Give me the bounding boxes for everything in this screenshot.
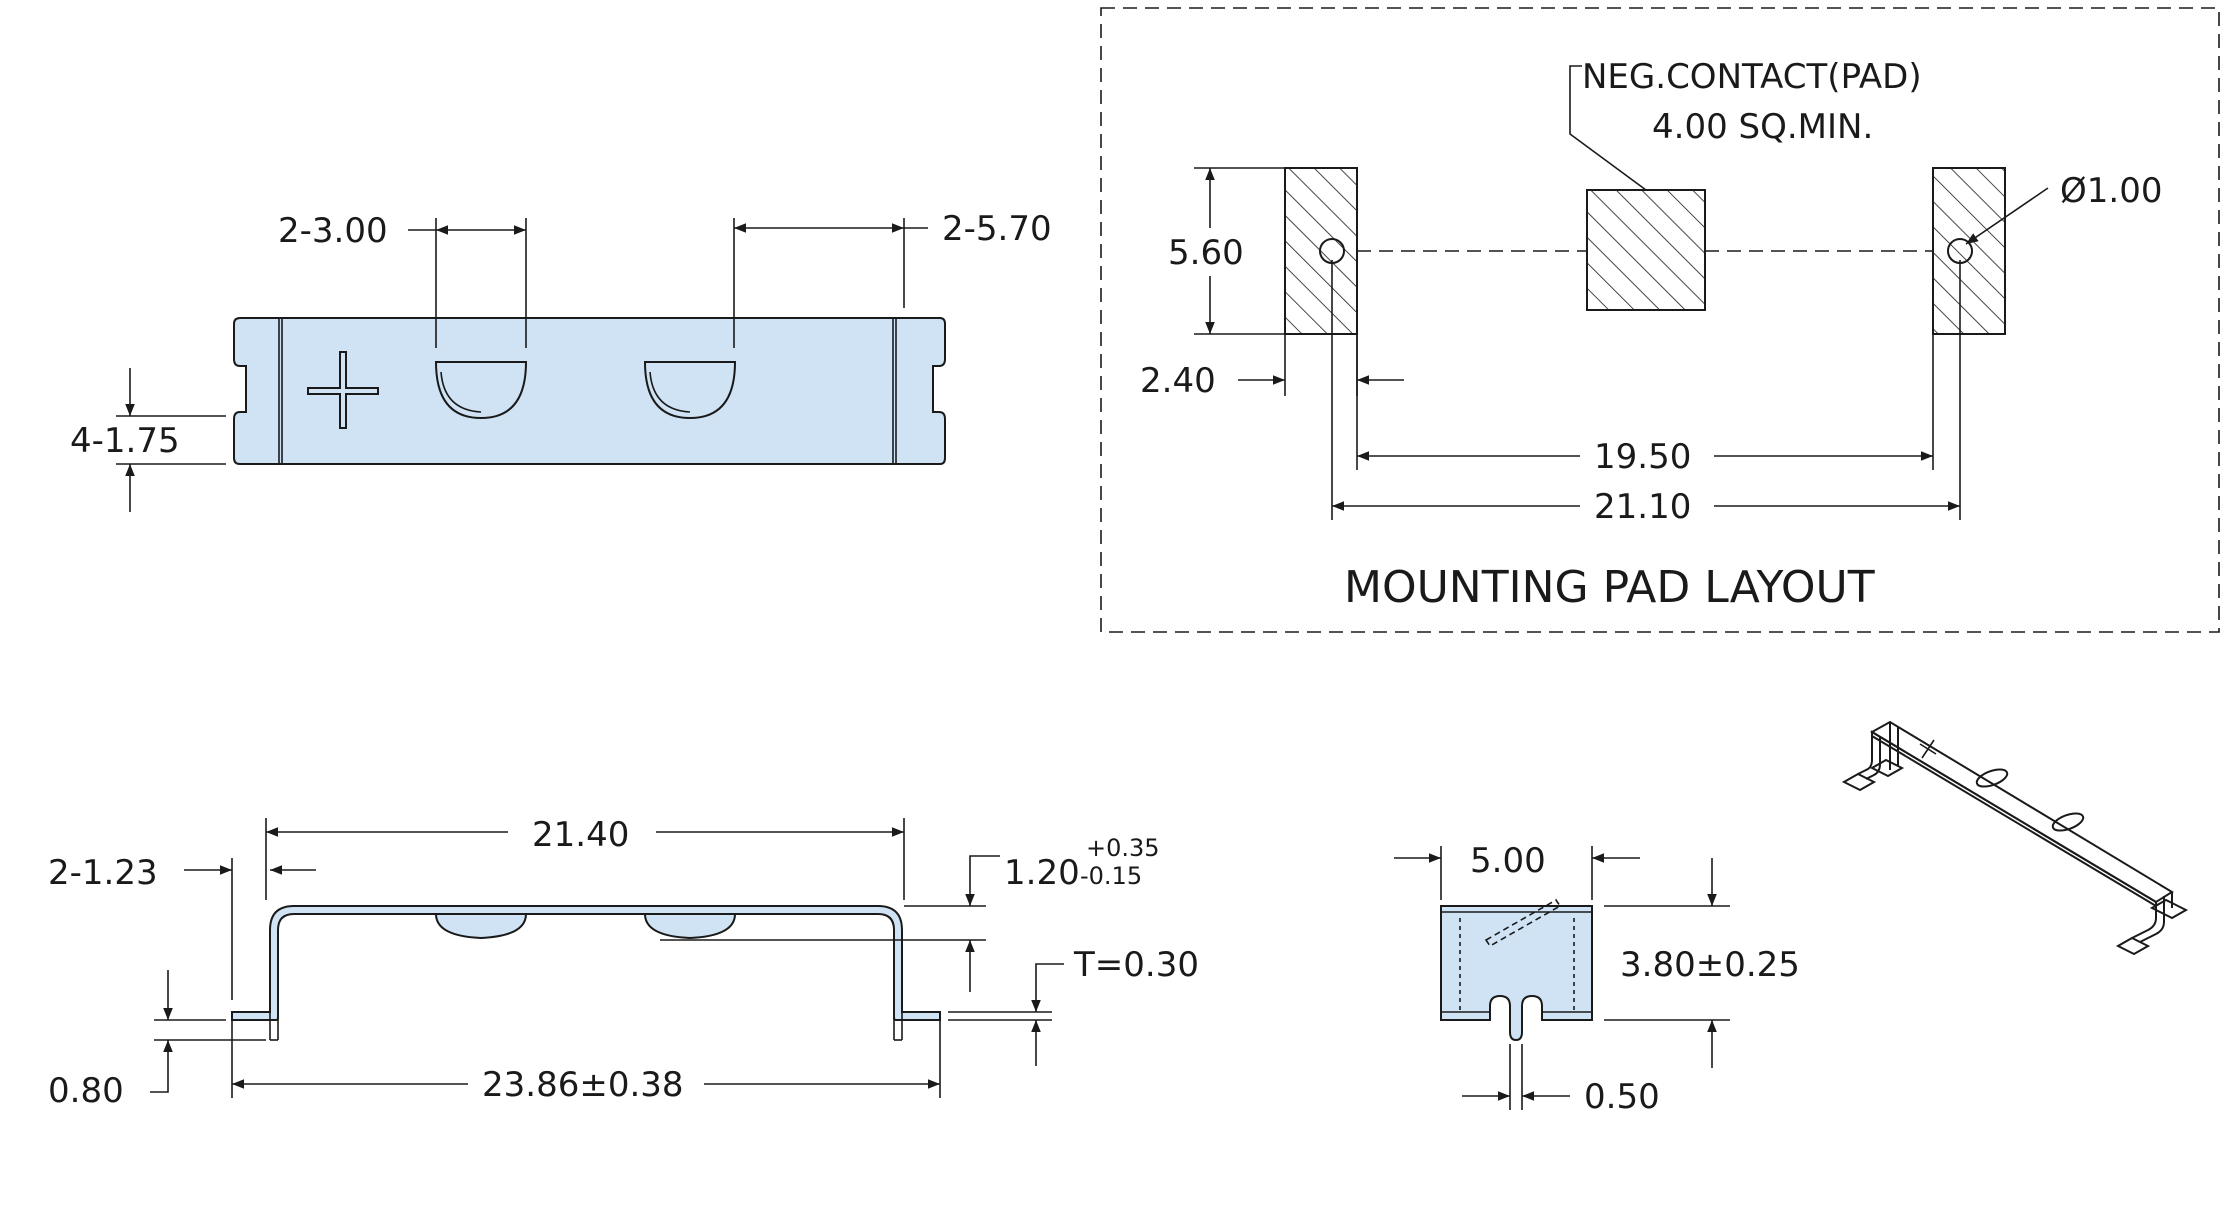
- dim-overall-length: 23.86±0.38: [482, 1065, 684, 1105]
- end-view: 5.00 3.80±0.25 0.50: [1394, 841, 1800, 1117]
- dim-arrow: [965, 855, 1000, 906]
- end-view-body: [1440, 905, 1593, 1042]
- iso-left-leg: [1857, 732, 1873, 775]
- side-view: 21.40 2-1.23 1.20 +0.35 -0.15 T=0.30 0.8…: [48, 815, 1199, 1111]
- dim-outer-spacing: 21.10: [1594, 487, 1691, 527]
- iso-right-back-leg: [2163, 892, 2173, 912]
- dim-slot-height: 4-1.75: [70, 421, 180, 461]
- side-view-contact-left: [434, 913, 528, 940]
- dim-height: 1.20: [1004, 853, 1080, 893]
- neg-contact-leader: [1569, 65, 1647, 191]
- iso-contact-hole-right: [2051, 812, 2085, 832]
- dim-inner-spacing: 19.50: [1594, 437, 1691, 477]
- iso-right-leg-inner: [2139, 906, 2165, 943]
- dim-foot-height: 0.80: [48, 1071, 124, 1111]
- iso-left-foot: [1841, 772, 1877, 792]
- hole-leader: [1965, 187, 2049, 245]
- dim-arrow: [1031, 963, 1064, 1012]
- iso-plus-icon: [1919, 739, 1937, 759]
- dim-hole-diameter: Ø1.00: [2060, 171, 2162, 211]
- iso-contact-hole-left: [1975, 768, 2009, 788]
- dim-slot-width: 0.50: [1584, 1077, 1660, 1117]
- dim-tab-offset: 2-1.23: [48, 853, 158, 893]
- iso-left-back-foot: [1869, 758, 1905, 778]
- pad-right: [1932, 167, 2006, 335]
- contact-hole-right: [643, 361, 737, 420]
- iso-right-leg: [2131, 902, 2157, 939]
- dim-end-height: 3.80±0.25: [1620, 945, 1800, 985]
- side-view-body: [231, 905, 941, 1021]
- dim-height-tol-plus: +0.35: [1086, 834, 1160, 862]
- dim-pad-width: 2.40: [1140, 361, 1216, 401]
- dim-top-length: 21.40: [532, 815, 629, 855]
- dim-hole-width: 2-3.00: [278, 211, 388, 251]
- iso-top-face: [1869, 720, 2174, 904]
- pad-layout-title: MOUNTING PAD LAYOUT: [1344, 562, 1875, 613]
- dim-arrow: [150, 1040, 173, 1093]
- dim-end-width: 5.00: [1470, 841, 1546, 881]
- iso-top-edge: [1871, 730, 2157, 908]
- dim-end-tab: 2-5.70: [942, 209, 1052, 249]
- contact-hole-left-shade: [440, 371, 482, 413]
- plus-icon: [307, 351, 379, 429]
- contact-hole-right-shade: [649, 371, 691, 413]
- dim-height-tol-minus: -0.15: [1080, 862, 1142, 890]
- dim-pad-height: 5.60: [1168, 233, 1244, 273]
- dim-thickness: T=0.30: [1073, 945, 1199, 985]
- side-view-contact-right: [643, 913, 737, 940]
- neg-contact-label: NEG.CONTACT(PAD): [1582, 57, 1922, 97]
- end-view-contact-hidden: [1484, 898, 1562, 948]
- pad-layout-frame: [1100, 7, 2220, 633]
- contact-hole-left: [434, 361, 528, 420]
- pad-layout: NEG.CONTACT(PAD) 4.00 SQ.MIN. Ø1.00 5.60…: [1100, 7, 2220, 633]
- top-view: 2-3.00 2-5.70 4-1.75: [70, 209, 1052, 512]
- top-view-body: [233, 317, 946, 465]
- pad-neg-contact: [1586, 189, 1706, 311]
- isometric-view: [1841, 720, 2189, 956]
- iso-right-back-foot: [2149, 898, 2189, 920]
- neg-contact-min: 4.00 SQ.MIN.: [1652, 107, 1873, 147]
- iso-right-foot: [2115, 936, 2151, 956]
